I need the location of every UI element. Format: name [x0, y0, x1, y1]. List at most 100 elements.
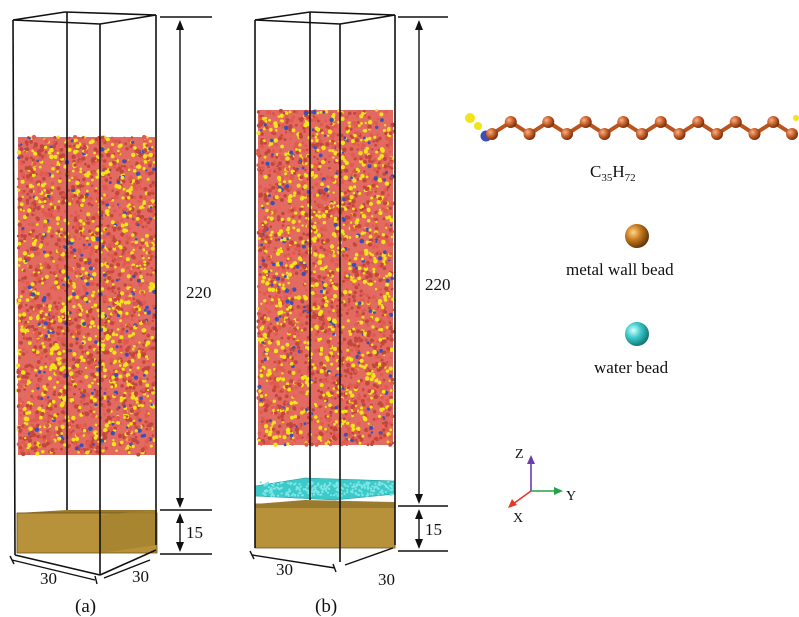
polymer-bead [119, 335, 124, 340]
water-bead [265, 483, 268, 486]
water-bead [387, 487, 390, 490]
polymer-bead [106, 153, 111, 158]
polymer-bead [22, 251, 28, 256]
polymer-bead [265, 208, 269, 213]
polymer-bead [360, 406, 364, 410]
polymer-bead [72, 146, 76, 150]
polymer-bead [75, 309, 80, 314]
polymer-bead [125, 257, 130, 262]
polymer-bead [115, 449, 118, 453]
polymer-bead [374, 226, 379, 231]
polymer-bead [132, 255, 136, 260]
polymer-bead [110, 253, 114, 258]
polymer-bead [25, 184, 29, 188]
polymer-bead [108, 181, 112, 184]
polymer-bead [116, 262, 121, 267]
polymer-bead [332, 156, 335, 159]
water-bead [310, 481, 313, 484]
polymer-bead [316, 370, 320, 374]
polymer-bead [326, 339, 331, 344]
polymer-bead [356, 190, 359, 193]
polymer-bead [272, 113, 276, 117]
polymer-bead [271, 406, 274, 410]
polymer-bead [267, 239, 272, 245]
polymer-bead [44, 313, 48, 317]
polymer-bead [360, 173, 365, 179]
polymer-bead [287, 272, 293, 277]
polymer-bead [71, 321, 74, 325]
polymer-bead [325, 270, 329, 274]
polymer-bead [88, 243, 91, 247]
polymer-bead [89, 406, 93, 409]
polymer-bead [63, 237, 67, 241]
polymer-bead [20, 279, 25, 283]
polymer-bead [28, 336, 32, 341]
polymer-bead [377, 403, 380, 406]
polymer-bead [88, 196, 93, 201]
polymer-bead [327, 424, 330, 427]
polymer-bead [70, 383, 73, 387]
polymer-bead [376, 307, 380, 311]
polymer-bead [276, 231, 282, 237]
polymer-bead [144, 224, 149, 229]
polymer-bead [285, 264, 288, 267]
polymer-bead [79, 399, 84, 404]
polymer-bead [130, 251, 134, 255]
polymer-bead [128, 403, 133, 408]
polymer-bead [141, 319, 147, 324]
polymer-bead [138, 319, 141, 323]
polymer-bead [109, 358, 114, 363]
polymer-bead [68, 433, 73, 438]
polymer-bead [88, 447, 92, 451]
polymer-bead [360, 211, 363, 214]
polymer-bead [145, 383, 150, 388]
polymer-bead [348, 236, 352, 239]
polymer-bead [289, 379, 294, 384]
polymer-bead [272, 250, 276, 254]
polymer-bead [315, 138, 319, 143]
polymer-bead [304, 282, 307, 285]
polymer-bead [291, 219, 296, 224]
polymer-bead [337, 299, 340, 302]
polymer-bead [62, 343, 66, 347]
polymer-bead [295, 264, 300, 269]
polymer-bead [298, 215, 302, 219]
polymer-bead [348, 179, 352, 182]
polymer-bead [110, 154, 115, 159]
polymer-bead [138, 205, 143, 210]
polymer-bead [266, 317, 271, 321]
polymer-bead [265, 281, 270, 286]
polymer-bead [285, 131, 288, 134]
water-bead [346, 485, 350, 488]
polymer-bead [149, 444, 153, 448]
polymer-bead [259, 119, 264, 125]
polymer-bead [20, 161, 24, 166]
polymer-bead [19, 295, 23, 298]
polymer-melt-a [15, 134, 157, 457]
polymer-bead [128, 175, 134, 181]
polymer-bead [114, 292, 117, 295]
polymer-bead [50, 181, 55, 186]
polymer-bead [375, 252, 379, 256]
polymer-bead [129, 277, 133, 282]
water-bead [366, 481, 369, 484]
polymer-bead [284, 318, 288, 322]
polymer-bead [56, 380, 59, 384]
polymer-bead [58, 191, 63, 196]
polymer-bead [371, 332, 377, 338]
polymer-bead [151, 405, 156, 409]
polymer-bead [143, 380, 147, 383]
polymer-bead [316, 111, 320, 115]
polymer-bead [144, 241, 149, 245]
polymer-bead [139, 161, 145, 166]
polymer-bead [103, 165, 106, 169]
polymer-bead [258, 169, 261, 172]
polymer-bead [90, 139, 95, 144]
polymer-bead [385, 260, 389, 265]
polymer-bead [24, 436, 27, 440]
polymer-bead [118, 310, 123, 315]
polymer-bead [383, 208, 389, 213]
polymer-bead [274, 328, 279, 333]
polymer-bead [357, 223, 362, 229]
polymer-bead [366, 443, 370, 447]
